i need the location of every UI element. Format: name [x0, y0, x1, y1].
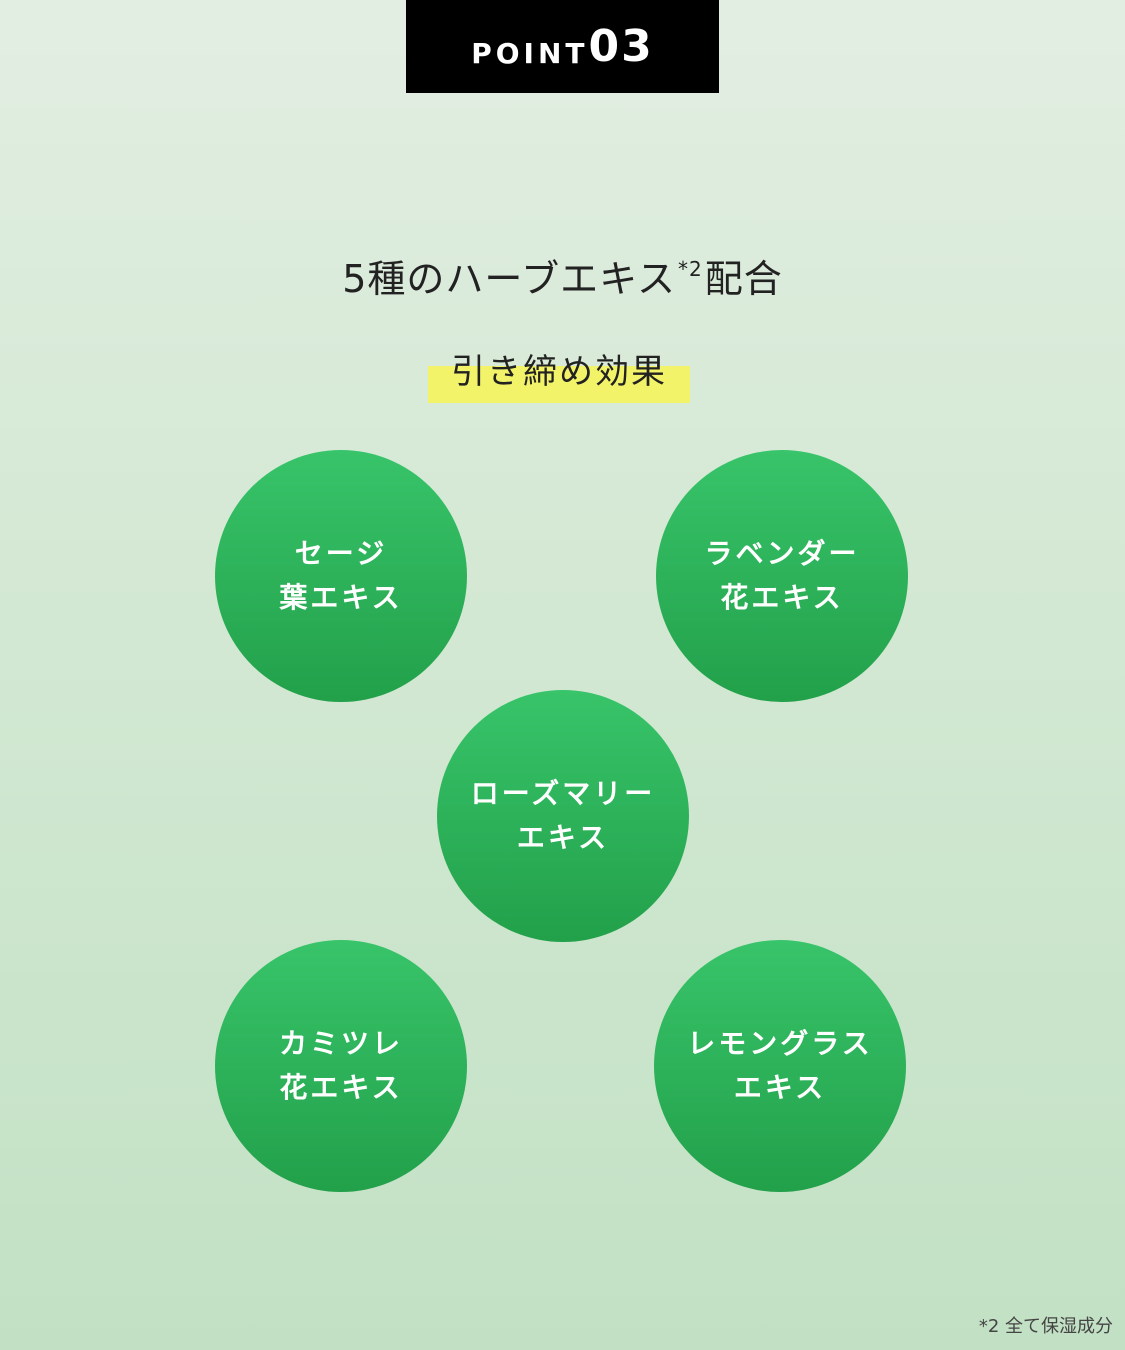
herb-name: カミツレ: [278, 1027, 403, 1060]
herb-circle-sage: セージ 葉エキス: [215, 450, 467, 702]
herb-name: セージ: [294, 537, 388, 570]
herb-name: ローズマリー: [470, 777, 656, 810]
point-badge: POINT 03: [406, 0, 719, 93]
herb-name: レモングラス: [687, 1027, 873, 1060]
herb-name: ラベンダー: [704, 537, 860, 570]
headline-footnote-ref: *2: [678, 257, 703, 281]
herb-circle-chamomile: カミツレ 花エキス: [215, 940, 467, 1192]
footnote: *2 全て保湿成分: [978, 1316, 1113, 1337]
herb-type: エキス: [516, 821, 610, 854]
herb-circle-rosemary: ローズマリー エキス: [437, 690, 689, 942]
subheading-text: 引き締め効果: [451, 352, 667, 392]
herb-type: 花エキス: [720, 581, 844, 614]
headline-tail: 配合: [704, 257, 783, 301]
section-headline: 5種のハーブエキス*2配合: [0, 248, 1125, 303]
subheading: 引き締め効果: [428, 344, 690, 404]
headline-main: 5種のハーブエキス: [342, 257, 676, 301]
herb-type: エキス: [733, 1071, 827, 1104]
point-number: 03: [588, 21, 654, 72]
subheading-highlight: [428, 366, 690, 403]
herb-circle-lavender: ラベンダー 花エキス: [656, 450, 908, 702]
herb-type: 葉エキス: [279, 581, 403, 614]
herb-circle-lemongrass: レモングラス エキス: [654, 940, 906, 1192]
herb-type: 花エキス: [279, 1071, 403, 1104]
point-label: POINT: [471, 37, 589, 70]
